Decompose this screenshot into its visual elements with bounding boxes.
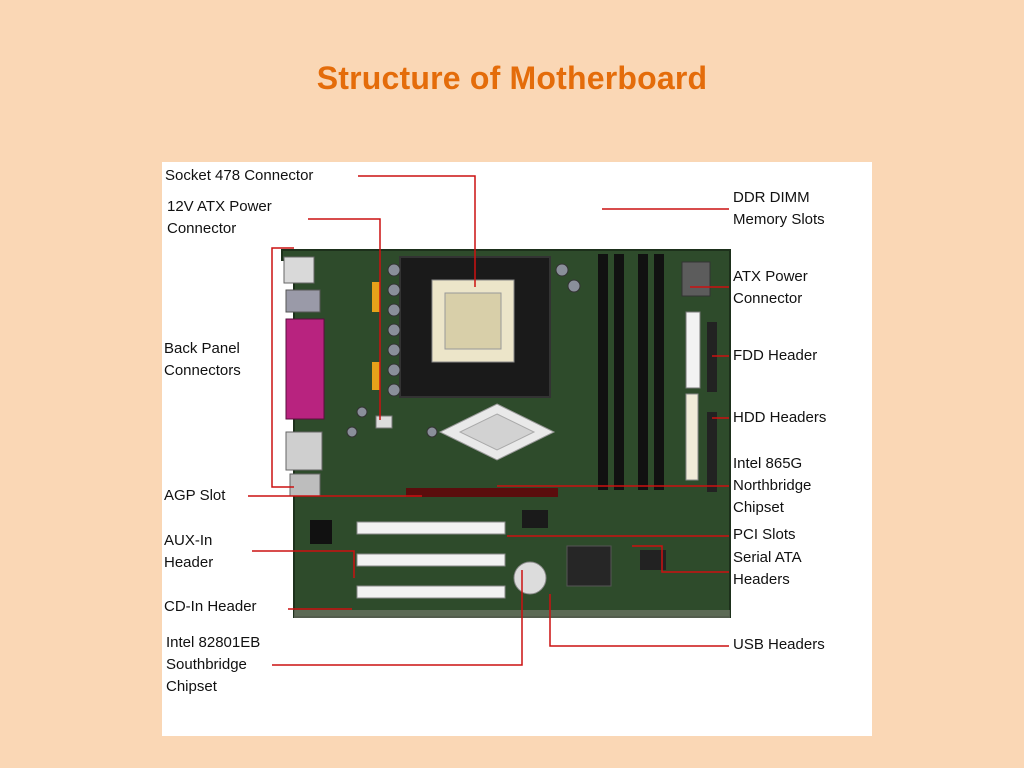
label-aux-in-header: AUX-In Header [164,532,214,571]
agp-slot-block [406,488,558,497]
motherboard-diagram [248,175,731,666]
socket-leader [358,175,476,287]
leader-lines [248,175,729,666]
label-cd-in-header: CD-In Header [164,598,257,615]
northbridge-heatsink [438,403,556,461]
fdd-header-block [707,322,717,392]
label-agp-slot: AGP Slot [164,487,226,504]
label-serial-ata-headers: Serial ATA Headers [733,549,802,588]
label-ddr-dimm-memory-slots: DDR DIMM Memory Slots [733,189,825,228]
label-back-panel-connectors: Back Panel Connectors [164,340,241,379]
label-pci-slots: PCI Slots [733,526,796,543]
motherboard-figure: Socket 478 Connector 12V ATX Power Conne… [162,162,872,736]
label-intel-82801eb-southbridge: Intel 82801EB Southbridge Chipset [166,634,261,695]
label-atx-power-connector: ATX Power Connector [733,268,808,307]
label-hdd-headers: HDD Headers [733,409,827,426]
usb-leader [549,594,729,647]
pci-slots-block [356,521,506,599]
atx12v-leader [308,218,381,420]
southbridge-leader [272,570,523,666]
southbridge-chip [566,545,612,587]
hdd-header-block [707,412,717,492]
cmos-battery [513,561,547,595]
label-socket-478-connector: Socket 478 Connector [165,167,314,184]
label-usb-headers: USB Headers [733,636,825,653]
12v-connector-block [372,282,380,312]
label-intel-865g-northbridge: Intel 865G Northbridge Chipset [733,455,812,516]
capacitor-bank [346,263,581,438]
board-shadow [294,610,730,618]
atx-power-connector-block [685,311,701,389]
back-panel-leader [271,247,294,488]
back-panel-connectors [283,256,325,497]
dimm-slots [598,254,664,490]
slide-title: Structure of Motherboard [316,60,708,96]
aux-in-leader [252,550,355,578]
sata-leader [632,545,729,573]
label-12v-atx-power-connector: 12V ATX Power Connector [167,198,272,237]
label-fdd-header: FDD Header [733,347,818,364]
